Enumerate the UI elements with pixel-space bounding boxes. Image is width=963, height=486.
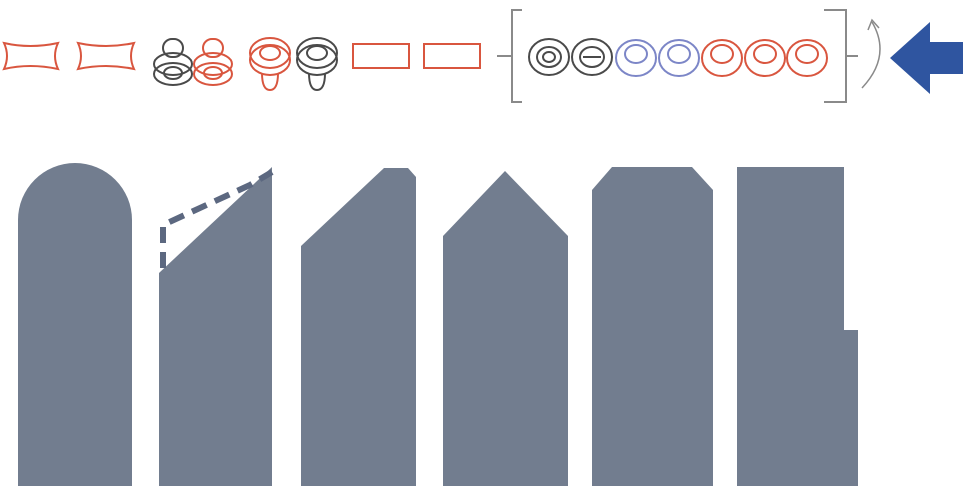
bracket-wheel-6-red [744,39,786,77]
profile-chamfer-flat [592,167,713,486]
arrow-left-icon [890,22,963,94]
profile-row [18,163,858,486]
bracket-wheel-2-black [571,38,613,76]
bracket-wheel-3-blue [615,39,657,77]
bracket-wheel-7-red [786,39,828,77]
profile-bevel-flat [301,168,416,486]
bracket-wheel-4-blue [658,39,700,77]
stacked-wheel-black [153,38,193,86]
tool-sequence-row [2,9,881,103]
profile-single-bevel [159,167,272,486]
rotate-arrow-icon [861,18,881,89]
nozzle-wheel-red [249,37,291,92]
nozzle-wheel-black [296,37,338,92]
barrel-tool-2 [76,41,136,71]
bracket-wheel-1-black [528,38,570,76]
wheel-set-bracket [497,9,858,103]
flat-tool-1 [352,43,410,69]
stacked-wheel-red [193,38,233,86]
profile-dashed-outline [160,169,274,268]
profile-stepped [737,167,858,486]
bracket-wheel-5-red [701,39,743,77]
barrel-tool-1 [2,41,60,71]
flat-tool-2 [423,43,481,69]
profile-full-round [18,163,132,486]
profile-pencil [443,171,568,486]
